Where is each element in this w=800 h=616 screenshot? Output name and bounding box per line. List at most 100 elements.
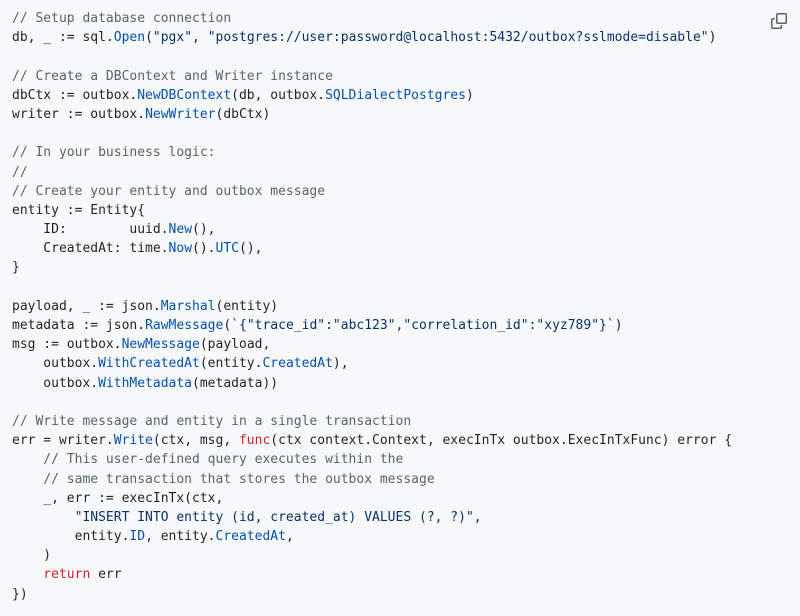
code-function: Write (113, 433, 153, 449)
code-comment: // Setup database connection (12, 11, 232, 26)
code-text: (entity. (199, 356, 263, 372)
copy-button[interactable] (764, 6, 794, 36)
code-text: ) (12, 548, 52, 564)
code-comment: // Write message and entity in a single … (12, 413, 412, 429)
code-text: , (192, 30, 208, 46)
code-content[interactable]: // Setup database connection db, _ := sql… (12, 9, 788, 604)
code-line: // In your business logic: (12, 143, 788, 162)
code-line: "INSERT INTO entity (id, created_at) VAL… (12, 508, 788, 527)
code-function: Open (113, 30, 146, 46)
code-line: ​ (12, 278, 788, 297)
code-text: (), (192, 222, 216, 238)
code-text: (). (192, 241, 216, 257)
code-line: msg := outbox.NewMessage(payload, (12, 335, 788, 354)
code-text: } (12, 260, 20, 276)
code-line: entity.ID, entity.CreatedAt, (12, 527, 788, 546)
code-function: Marshal (160, 298, 216, 314)
code-line: entity := Entity{ (12, 201, 788, 220)
code-text: db, _ := sql. (12, 30, 114, 46)
code-keyword: func (238, 433, 271, 449)
code-line: }) (12, 585, 788, 604)
code-function: NewDBContext (137, 87, 232, 103)
code-comment: // This user-defined query executes with… (12, 452, 404, 468)
code-text: ), (332, 356, 349, 372)
code-function: SQLDialectPostgres (325, 87, 466, 103)
code-text: msg := outbox. (12, 337, 122, 353)
code-text: outbox. (12, 356, 99, 372)
code-function: New (168, 222, 193, 238)
code-text: writer := outbox. (12, 106, 146, 122)
code-text: (payload, (199, 337, 271, 353)
code-line: // Setup database connection (12, 9, 788, 28)
code-line: outbox.WithMetadata(metadata)) (12, 374, 788, 393)
code-text: ) (614, 318, 623, 333)
code-comment: // Create your entity and outbox message (12, 183, 326, 199)
code-string: `{"trace_id":"abc123","correlation_id":"… (231, 318, 615, 333)
code-text: err = writer. (12, 433, 114, 449)
code-text: (entity) (215, 298, 279, 314)
code-comment: // Create a DBContext and Writer instanc… (12, 68, 333, 84)
code-line: // (12, 163, 788, 182)
code-text: , entity. (145, 529, 216, 545)
code-text: entity := Entity{ (12, 202, 146, 218)
code-text: outbox. (12, 375, 99, 391)
code-function: NewWriter (145, 106, 216, 122)
code-line: db, _ := sql.Open("pgx", "postgres://use… (12, 28, 788, 47)
code-function: CreatedAt (215, 529, 286, 545)
code-line: _, err := execInTx(ctx, (12, 489, 788, 508)
code-text: entity. (12, 529, 130, 545)
code-keyword: return (12, 567, 91, 583)
code-text: ) (708, 30, 717, 46)
code-text: (ctx context.Context, execInTx outbox.Ex… (270, 433, 733, 449)
code-line: ​ (12, 47, 788, 66)
code-function: NewMessage (121, 337, 200, 353)
code-line: return err (12, 565, 788, 584)
code-string: "postgres://user:password@localhost:5432… (207, 30, 709, 46)
code-text: payload, _ := json. (12, 298, 161, 314)
code-text: , (285, 529, 294, 545)
code-text: err (90, 567, 122, 583)
code-line: CreatedAt: time.Now().UTC(), (12, 239, 788, 258)
code-function: Now (168, 241, 193, 257)
code-line: ) (12, 546, 788, 565)
code-line: // Write message and entity in a single … (12, 412, 788, 431)
code-line: // same transaction that stores the outb… (12, 470, 788, 489)
code-line: } (12, 258, 788, 277)
code-comment: // same transaction that stores the outb… (12, 471, 435, 487)
code-line: ID: uuid.New(), (12, 220, 788, 239)
code-text: _, err := execInTx(ctx, (12, 490, 224, 506)
code-text: ID: uuid. (12, 222, 169, 238)
code-line: ​ (12, 393, 788, 412)
code-comment: // (12, 164, 28, 180)
code-line: outbox.WithCreatedAt(entity.CreatedAt), (12, 354, 788, 373)
code-text: (metadata)) (192, 375, 279, 391)
code-text: (dbCtx) (215, 106, 271, 122)
copy-icon (771, 13, 787, 29)
code-text: (), (239, 241, 263, 257)
code-string: "INSERT INTO entity (id, created_at) VAL… (12, 509, 474, 525)
code-function: CreatedAt (262, 356, 333, 372)
code-text: ( (223, 318, 232, 333)
code-function: RawMessage (145, 318, 224, 333)
code-line: dbCtx := outbox.NewDBContext(db, outbox.… (12, 86, 788, 105)
code-line: ​ (12, 124, 788, 143)
code-line: payload, _ := json.Marshal(entity) (12, 297, 788, 316)
code-text: CreatedAt: time. (12, 241, 169, 257)
code-line: err = writer.Write(ctx, msg, func(ctx co… (12, 431, 788, 450)
code-comment: // In your business logic: (12, 145, 216, 161)
code-function: UTC (215, 241, 239, 257)
code-text: dbCtx := outbox. (12, 87, 138, 103)
code-text: , (473, 509, 482, 525)
code-text: (ctx, msg, (152, 433, 239, 449)
code-line: // Create a DBContext and Writer instanc… (12, 67, 788, 86)
code-line: writer := outbox.NewWriter(dbCtx) (12, 105, 788, 124)
code-text: ( (145, 30, 153, 46)
code-function: ID (129, 529, 146, 545)
code-function: WithCreatedAt (98, 356, 200, 372)
code-text: (db, outbox. (231, 87, 326, 103)
code-text: metadata := json. (12, 318, 146, 333)
code-line: metadata := json.RawMessage(`{"trace_id"… (12, 316, 788, 335)
code-function: WithMetadata (98, 375, 193, 391)
code-text: ) (465, 87, 474, 103)
